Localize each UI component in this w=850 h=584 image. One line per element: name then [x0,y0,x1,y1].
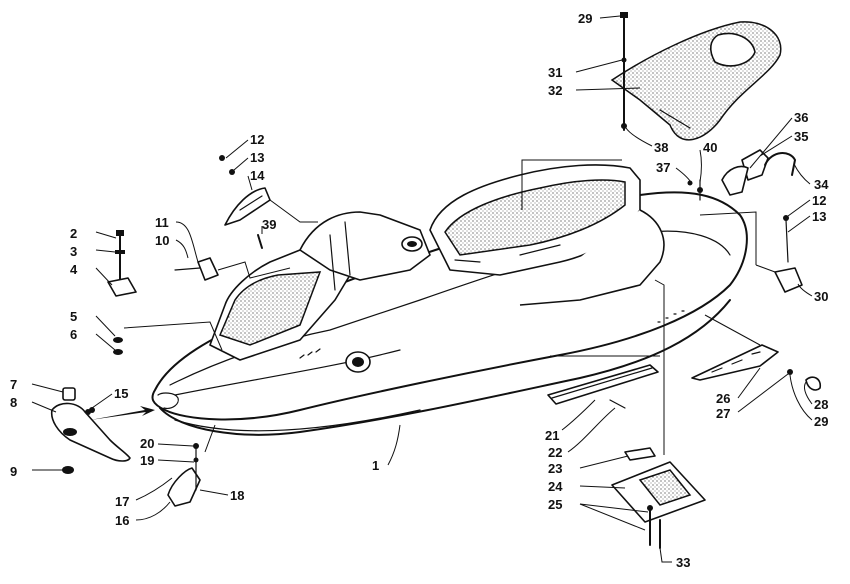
callout-2: 2 [70,226,77,241]
hardware-parts [85,12,822,549]
callout-31: 31 [548,65,562,80]
callout-11: 11 [155,215,169,230]
callout-9: 9 [10,464,17,479]
seat-assembly [610,21,782,141]
callout-36: 36 [794,110,808,125]
callout-30: 30 [814,289,828,304]
nose-bumper [50,387,155,474]
callout-13-right: 13 [812,209,826,224]
callout-27: 27 [716,406,730,421]
callout-37: 37 [656,160,670,175]
callout-28: 28 [814,397,828,412]
callout-10: 10 [155,233,169,248]
callout-39: 39 [262,217,276,232]
callout-34: 34 [814,177,829,192]
callout-13-left: 13 [250,150,264,165]
callout-24: 24 [548,479,563,494]
callout-14: 14 [250,168,265,183]
callout-15: 15 [114,386,128,401]
callout-5: 5 [70,309,77,324]
front-hatch [209,211,431,361]
callout-7: 7 [10,377,17,392]
callout-12-left: 12 [250,132,264,147]
callout-19: 19 [140,453,154,468]
callout-23: 23 [548,461,562,476]
callout-38: 38 [654,140,668,155]
callout-6: 6 [70,327,77,342]
callout-18: 18 [230,488,244,503]
callout-21: 21 [545,428,559,443]
callout-35: 35 [794,129,808,144]
callout-12-right: 12 [812,193,826,208]
callout-16: 16 [115,513,129,528]
callout-32: 32 [548,83,562,98]
callout-3: 3 [70,244,77,259]
callout-26: 26 [716,391,730,406]
callout-4: 4 [70,262,78,277]
rear-cockpit [429,164,665,306]
callout-20: 20 [140,436,154,451]
callout-1: 1 [372,458,379,473]
callout-29-right: 29 [814,414,828,429]
callout-22: 22 [548,445,562,460]
callout-25: 25 [548,497,562,512]
callout-17: 17 [115,494,129,509]
callout-labels: 1 2 3 4 5 6 7 8 9 10 11 12 13 14 15 16 1… [10,11,829,570]
callout-29-top: 29 [578,11,592,26]
callout-8: 8 [10,395,17,410]
callout-40: 40 [703,140,717,155]
callout-33: 33 [676,555,690,570]
leader-lines [31,15,813,563]
